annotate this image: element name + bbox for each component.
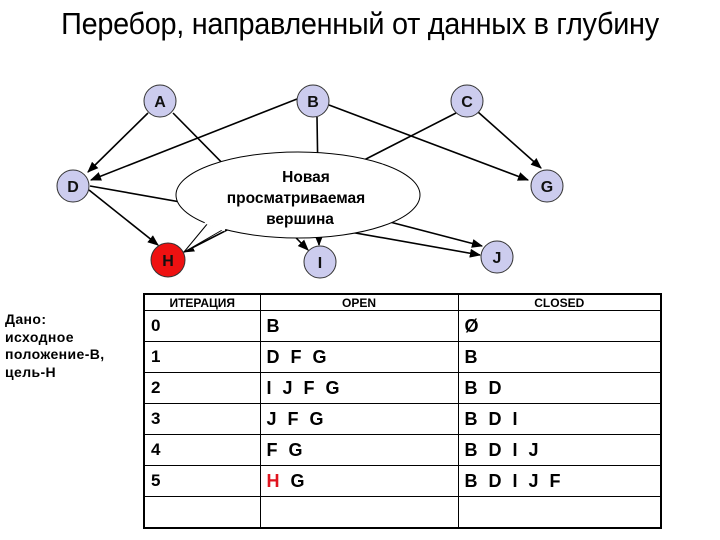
callout-line-2: просматриваемая [227,190,365,207]
callout-line-1: Новая [282,169,330,186]
callout-bubble: Новая просматриваемая вершина [175,151,421,253]
search-graph: Новая просматриваемая вершина A B C D G … [56,84,564,279]
iteration-cell: 4 [143,434,261,466]
edge-b-g [328,104,530,181]
given-start-value: положение-B, [5,346,105,362]
table-row: 5 H G B D I J F [143,465,662,497]
iteration-cell: 2 [143,372,261,404]
svg-text:A: A [154,94,166,111]
open-list: F G [266,439,306,460]
node-b: B [296,84,330,118]
open-cell [259,496,459,529]
header-closed: CLOSED [457,293,662,311]
closed-cell: B D I J [457,434,662,466]
open-list: B [266,315,283,336]
svg-text:D: D [67,179,79,196]
closed-cell: Ø [457,310,662,342]
node-d: D [56,169,90,203]
callout-line-3: вершина [266,211,334,228]
given-start-label: исходное [5,328,74,345]
svg-text:C: C [461,94,473,111]
closed-cell: B D [457,372,662,404]
iteration-cell: 5 [143,465,261,497]
node-c: C [450,84,484,118]
open-cell: D F G [259,341,459,373]
svg-text:H: H [162,253,174,270]
open-highlight-goal: H [266,470,283,491]
iteration-cell: 1 [143,341,261,373]
closed-cell [457,496,662,529]
open-list: D F G [266,346,330,367]
given-goal: цель-H [5,363,57,380]
table-header-row: ИТЕРАЦИЯ OPEN CLOSED [143,293,662,311]
open-cell: F G [259,434,459,466]
edge-a-d [87,112,149,173]
node-h-goal: H [150,242,186,278]
open-list: I J F G [266,377,343,398]
closed-cell: B D I J F [457,465,662,497]
given-conditions: Дано: исходное положение-B, цель-H [5,311,105,381]
svg-text:B: B [307,94,319,111]
table-row-empty [143,496,662,529]
svg-text:J: J [493,250,502,267]
graph-nodes: A B C D G H I J [56,84,564,279]
table-row: 1 D F G B [143,341,662,373]
table-row: 2 I J F G B D [143,372,662,404]
node-j: J [480,240,514,274]
node-i: I [303,245,337,279]
open-cell: I J F G [259,372,459,404]
header-iteration: ИТЕРАЦИЯ [143,293,261,311]
node-a: A [143,84,177,118]
edge-b-d [89,98,298,181]
edge-c-g [477,111,542,169]
svg-text:G: G [541,179,553,196]
table-row: 0 B Ø [143,310,662,342]
svg-text:I: I [318,255,322,272]
closed-cell: B [457,341,662,373]
open-cell: J F G [259,403,459,435]
dfs-trace-table: ИТЕРАЦИЯ OPEN CLOSED 0 B Ø 1 D F G B 2 I… [143,293,662,529]
table-row: 4 F G B D I J [143,434,662,466]
given-label: Дано: [5,311,47,327]
open-cell: H G [259,465,459,497]
open-cell: B [259,310,459,342]
slide-title: Перебор, направленный от данных в глубин… [61,6,659,41]
iteration-cell: 3 [143,403,261,435]
iteration-cell: 0 [143,310,261,342]
table-row: 3 J F G B D I [143,403,662,435]
iteration-cell [143,496,261,529]
edge-d-h [88,189,159,246]
closed-cell: B D I [457,403,662,435]
open-list: G [282,470,308,491]
header-open: OPEN [259,293,459,311]
open-list: J F G [266,408,327,429]
node-g: G [530,169,564,203]
